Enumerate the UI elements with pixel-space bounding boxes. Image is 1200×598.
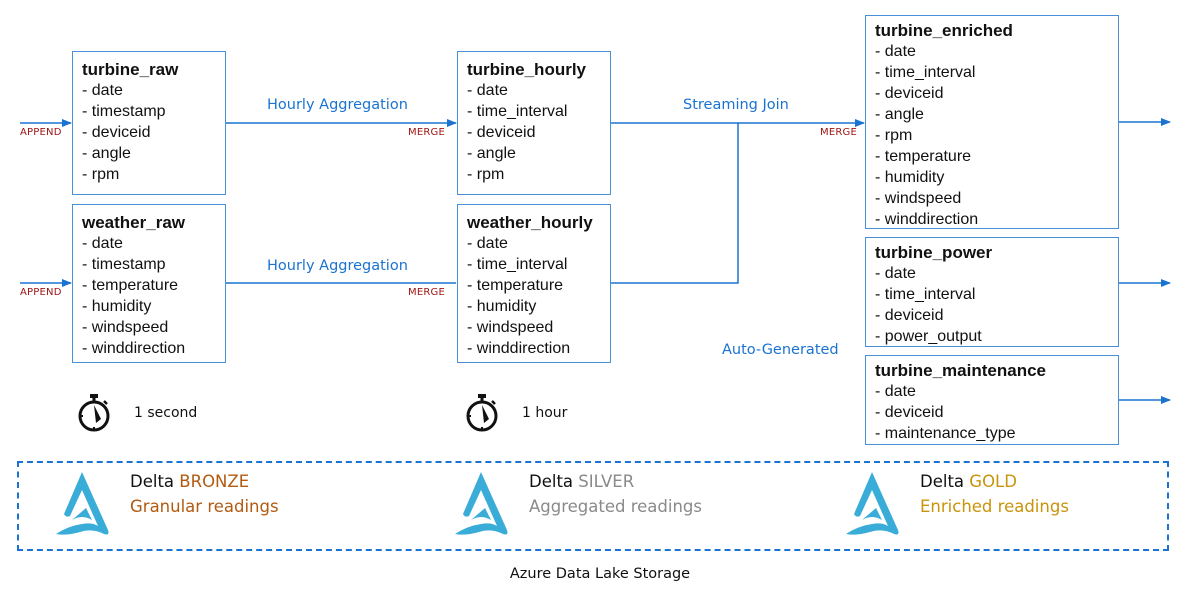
timer-label: 1 second	[134, 405, 198, 421]
table-field: - windspeed	[82, 319, 169, 336]
table-turbine-raw[interactable]: turbine_raw - date - timestamp - devicei…	[72, 51, 226, 195]
table-weather-raw[interactable]: weather_raw - date - timestamp - tempera…	[72, 204, 226, 363]
delta-tier-gold: Delta GOLD Enriched readings	[842, 470, 1069, 538]
tier-description-silver: Aggregated readings	[529, 497, 703, 516]
table-field: - deviceid	[82, 124, 151, 141]
merge-label-weather-hourly: MERGE	[408, 287, 445, 298]
tier-name-gold: GOLD	[969, 472, 1017, 491]
table-field: - date	[82, 235, 123, 252]
table-field: - date	[467, 82, 508, 99]
table-field: - maintenance_type	[875, 425, 1016, 442]
table-weather-hourly[interactable]: weather_hourly - date - time_interval - …	[457, 204, 611, 363]
tier-description-gold: Enriched readings	[920, 497, 1069, 516]
table-field: - windspeed	[467, 319, 554, 336]
table-field: - deviceid	[467, 124, 536, 141]
table-field: - winddirection	[82, 340, 186, 357]
delta-prefix: Delta	[130, 472, 175, 491]
table-field: - rpm	[875, 127, 913, 144]
table-name: weather_hourly	[467, 213, 593, 232]
table-field: - date	[875, 43, 916, 60]
table-field: - timestamp	[82, 256, 166, 273]
append-label-turbine: APPEND	[20, 127, 62, 138]
table-field: - winddirection	[875, 211, 979, 228]
flow-label-streaming-join: Streaming Join	[683, 97, 789, 113]
table-name: turbine_power	[875, 243, 993, 262]
table-turbine-power[interactable]: turbine_power - date - time_interval - d…	[865, 237, 1119, 347]
table-name: turbine_enriched	[875, 21, 1013, 40]
stopwatch-icon	[466, 394, 498, 432]
delta-tier-silver: Delta SILVER Aggregated readings	[451, 470, 702, 538]
table-field: - time_interval	[875, 286, 976, 303]
delta-lake-logo-icon	[846, 472, 899, 535]
table-field: - date	[467, 235, 508, 252]
table-field: - temperature	[82, 277, 179, 294]
table-field: - timestamp	[82, 103, 166, 120]
flow-label-hourly-aggregation-weather: Hourly Aggregation	[267, 258, 408, 274]
storage-label: Azure Data Lake Storage	[509, 566, 691, 582]
table-field: - angle	[875, 106, 924, 123]
azure-data-lake-storage-container	[17, 461, 1169, 551]
table-field: - humidity	[467, 298, 537, 315]
delta-lake-logo-icon	[56, 472, 109, 535]
table-field: - temperature	[467, 277, 564, 294]
flow-label-hourly-aggregation-turbine: Hourly Aggregation	[267, 97, 408, 113]
table-field: - windspeed	[875, 190, 962, 207]
table-field: - humidity	[875, 169, 945, 186]
table-turbine-maintenance[interactable]: turbine_maintenance - date - deviceid - …	[865, 355, 1119, 445]
table-field: - power_output	[875, 328, 982, 345]
table-field: - deviceid	[875, 307, 944, 324]
tier-name-bronze: BRONZE	[179, 472, 250, 491]
delta-prefix: Delta	[920, 472, 965, 491]
table-field: - time_interval	[467, 256, 568, 273]
table-name: turbine_hourly	[467, 60, 587, 79]
table-field: - angle	[467, 145, 516, 162]
table-name: weather_raw	[82, 213, 185, 232]
table-turbine-hourly[interactable]: turbine_hourly - date - time_interval - …	[457, 51, 611, 195]
join-line-weather	[611, 123, 739, 284]
table-field: - angle	[82, 145, 131, 162]
table-field: - winddirection	[467, 340, 571, 357]
table-turbine-enriched[interactable]: turbine_enriched - date - time_interval …	[865, 15, 1119, 229]
timer-bronze: 1 second	[76, 393, 197, 433]
flow-label-auto-generated: Auto-Generated	[722, 342, 839, 358]
delta-prefix: Delta	[529, 472, 574, 491]
stopwatch-icon	[78, 394, 110, 432]
table-field: - temperature	[875, 148, 972, 165]
merge-label-enriched: MERGE	[820, 127, 857, 138]
table-field: - time_interval	[467, 103, 568, 120]
table-field: - date	[875, 383, 916, 400]
append-label-weather: APPEND	[20, 287, 62, 298]
table-field: - deviceid	[875, 85, 944, 102]
table-field: - time_interval	[875, 64, 976, 81]
table-field: - rpm	[82, 166, 120, 183]
merge-label-turbine-hourly: MERGE	[408, 127, 445, 138]
table-field: - deviceid	[875, 404, 944, 421]
timer-label: 1 hour	[522, 405, 568, 421]
tier-name-silver: SILVER	[578, 472, 635, 491]
table-field: - humidity	[82, 298, 152, 315]
table-name: turbine_maintenance	[875, 361, 1046, 380]
delta-lake-logo-icon	[455, 472, 508, 535]
tier-description-bronze: Granular readings	[130, 497, 279, 516]
table-field: - date	[875, 265, 916, 282]
table-name: turbine_raw	[82, 60, 179, 79]
delta-tier-bronze: Delta BRONZE Granular readings	[52, 470, 279, 538]
table-field: - date	[82, 82, 123, 99]
table-field: - rpm	[467, 166, 505, 183]
timer-silver: 1 hour	[464, 393, 567, 433]
